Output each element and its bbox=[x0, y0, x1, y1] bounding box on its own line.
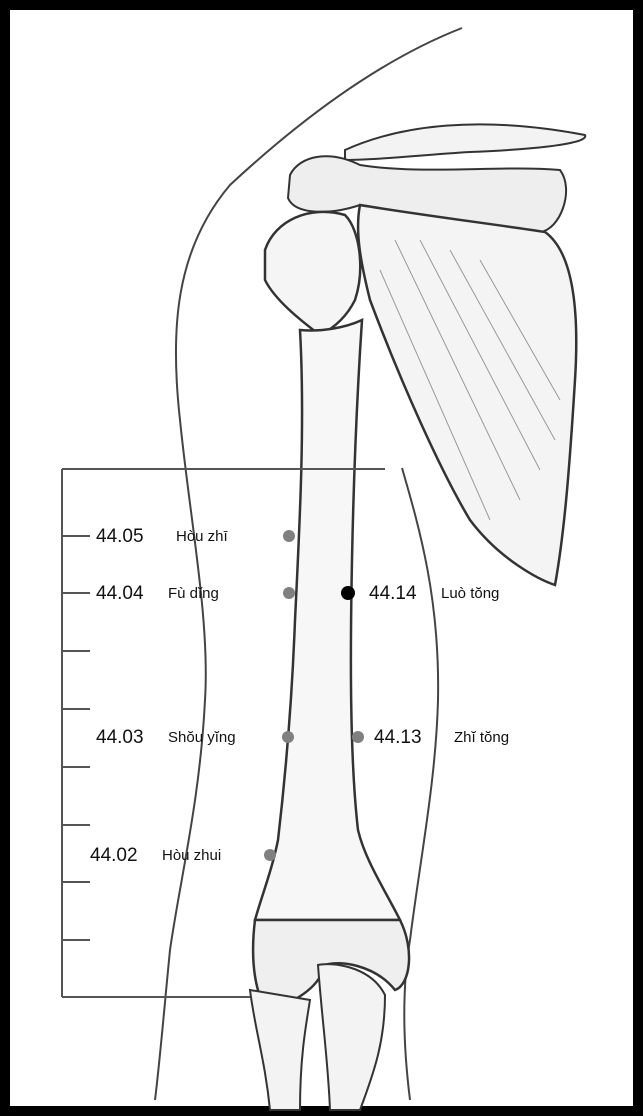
point-code-44-04: 44.04 bbox=[96, 584, 144, 603]
point-name-44-03: Shŏu yĭng bbox=[168, 730, 236, 745]
point-name-44-02: Hòu zhui bbox=[162, 848, 221, 863]
point-marker-44-13 bbox=[352, 731, 364, 743]
humerus-shaft bbox=[255, 320, 400, 920]
point-marker-44-05 bbox=[283, 530, 295, 542]
humerus-head bbox=[265, 212, 360, 335]
point-code-44-02: 44.02 bbox=[90, 846, 138, 865]
point-code-44-14: 44.14 bbox=[369, 584, 417, 603]
ulna bbox=[250, 990, 310, 1110]
point-name-44-05: Hòu zhī bbox=[176, 529, 228, 544]
point-code-44-05: 44.05 bbox=[96, 527, 144, 546]
arm-outline-lateral bbox=[402, 468, 438, 1100]
point-code-44-03: 44.03 bbox=[96, 728, 144, 747]
point-marker-44-03 bbox=[282, 731, 294, 743]
point-marker-44-14 bbox=[341, 586, 355, 600]
point-code-44-13: 44.13 bbox=[374, 728, 422, 747]
point-name-44-14: Luò tŏng bbox=[441, 586, 499, 601]
point-name-44-13: Zhĭ tŏng bbox=[454, 730, 509, 745]
point-name-44-04: Fù dĭng bbox=[168, 586, 219, 601]
point-marker-44-04 bbox=[283, 587, 295, 599]
radius bbox=[318, 964, 385, 1110]
scapula bbox=[358, 205, 576, 585]
clavicle bbox=[345, 124, 585, 160]
point-marker-44-02 bbox=[264, 849, 276, 861]
